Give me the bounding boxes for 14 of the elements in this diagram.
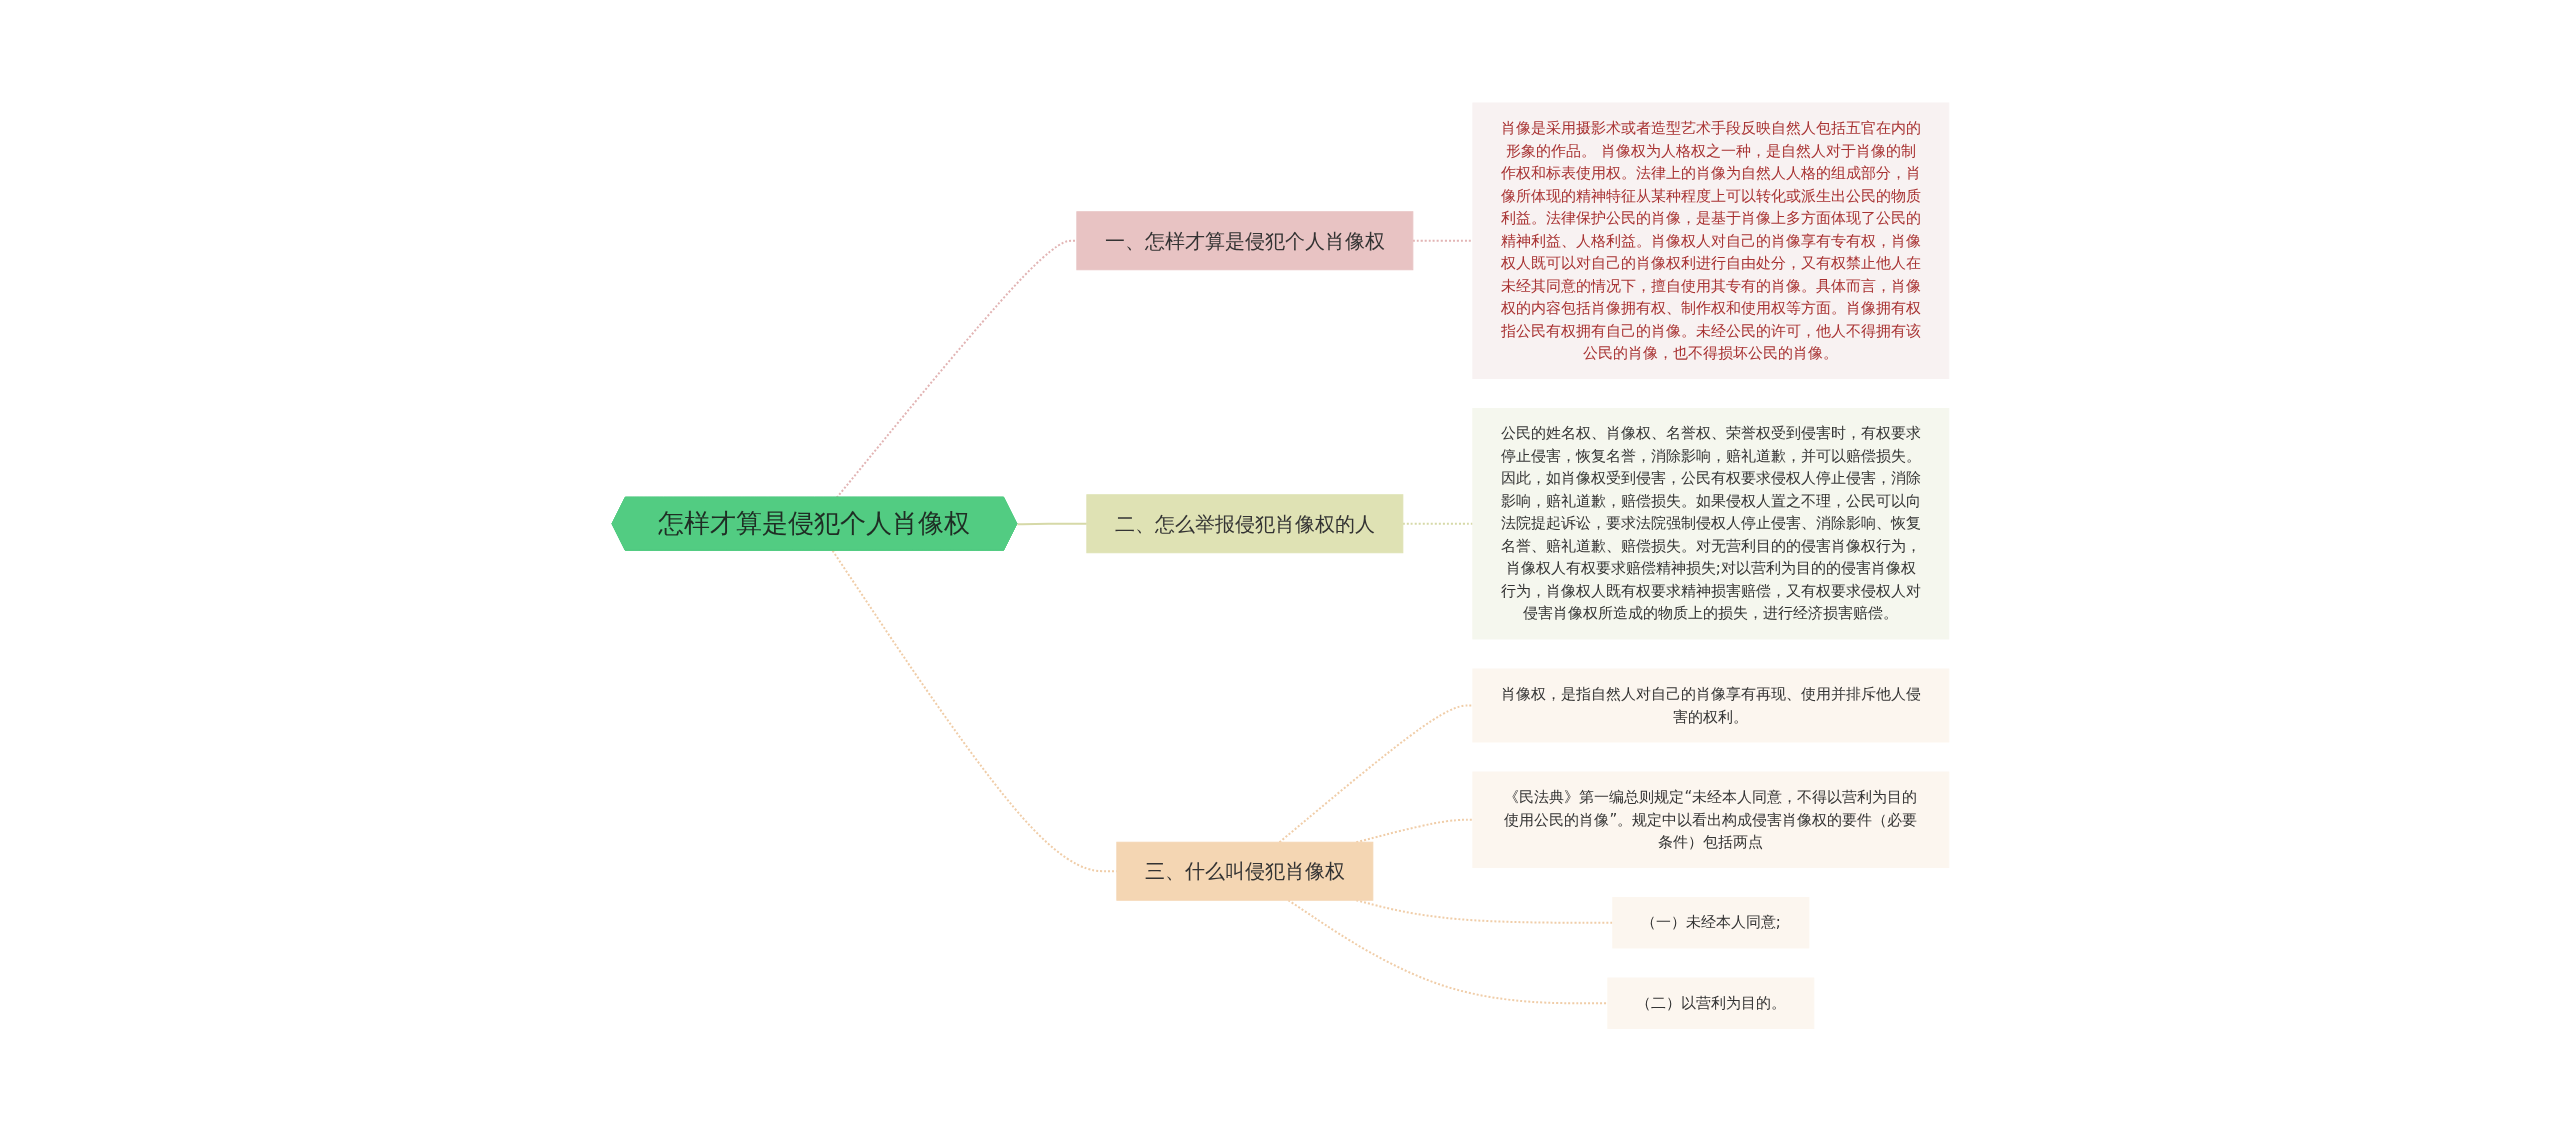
connector: [1411, 239, 1474, 242]
node-box: 肖像是采用摄影术或者造型艺术手段反映自然人包括五官在内的形象的作品。 肖像权为人格权之一种，是自然人对于肖像的制作权和标表使用权。法律上的肖像为自然人人格的组成部分，肖像所体现的精神特征从某种程度上可以转化或派生出公民的物质利益。法律保护公民的肖像，是基于肖像上多方面体现了公民的精神利益、人格利益。肖像权人对自己的肖像享有专有权，肖像权人既可以对自己的肖像权利进行自由处分，又有权禁止他人在未经其同意的情况下，擅自使用其专有的肖像。具体而言，肖像权的内容包括肖像拥有权、制作权和使用权等方面。肖像拥有权指公民有权拥有自己的肖像。未经公民的许可，他人不得拥有该公民的肖像，也不得损坏公民的肖像。: [1471, 102, 1949, 379]
node-box: 二、怎么举报侵犯肖像权的人: [1085, 494, 1403, 553]
connector: [1286, 899, 1609, 1004]
node-box: （二）以营利为目的。: [1606, 977, 1814, 1029]
node-box: 三、什么叫侵犯肖像权: [1115, 841, 1373, 901]
node-box: 公民的姓名权、肖像权、名誉权、荣誉权受到侵害时，有权要求停止侵害，恢复名誉，消除影响，赔礼道歉，并可以赔偿损失。因此，如肖像权受到侵害，公民有权要求侵权人停止侵害，消除影响，赔礼道歉，赔偿损失。如果侵权人置之不理，公民可以向法院提起诉讼，要求法院强制侵权人停止侵害、消除影响、恢复名誉、赔礼道歉、赔偿损失。对无营利目的的侵害肖像权行为，肖像权人有权要求赔偿精神损失;对以营利为目的的侵害肖像权行为，肖像权人既有权要求精神损害赔偿，又有权要求侵权人对侵害肖像权所造成的物质上的损失，进行经济损害赔偿。: [1471, 407, 1949, 640]
node-box: 一、怎样才算是侵犯个人肖像权: [1075, 211, 1413, 270]
connector: [1401, 522, 1474, 525]
node-box: 《民法典》第一编总则规定“未经本人同意，不得以营利为目的使用公民的肖像”。规定中以看出构成侵害肖像权的要件（必要条件）包括两点: [1471, 771, 1949, 868]
node-box: （一）未经本人同意;: [1611, 896, 1809, 949]
connector: [1354, 899, 1614, 924]
node-box: 肖像权，是指自然人对自己的肖像享有再现、使用并排斥他人侵害的权利。: [1471, 668, 1949, 743]
connector: [1015, 522, 1088, 525]
